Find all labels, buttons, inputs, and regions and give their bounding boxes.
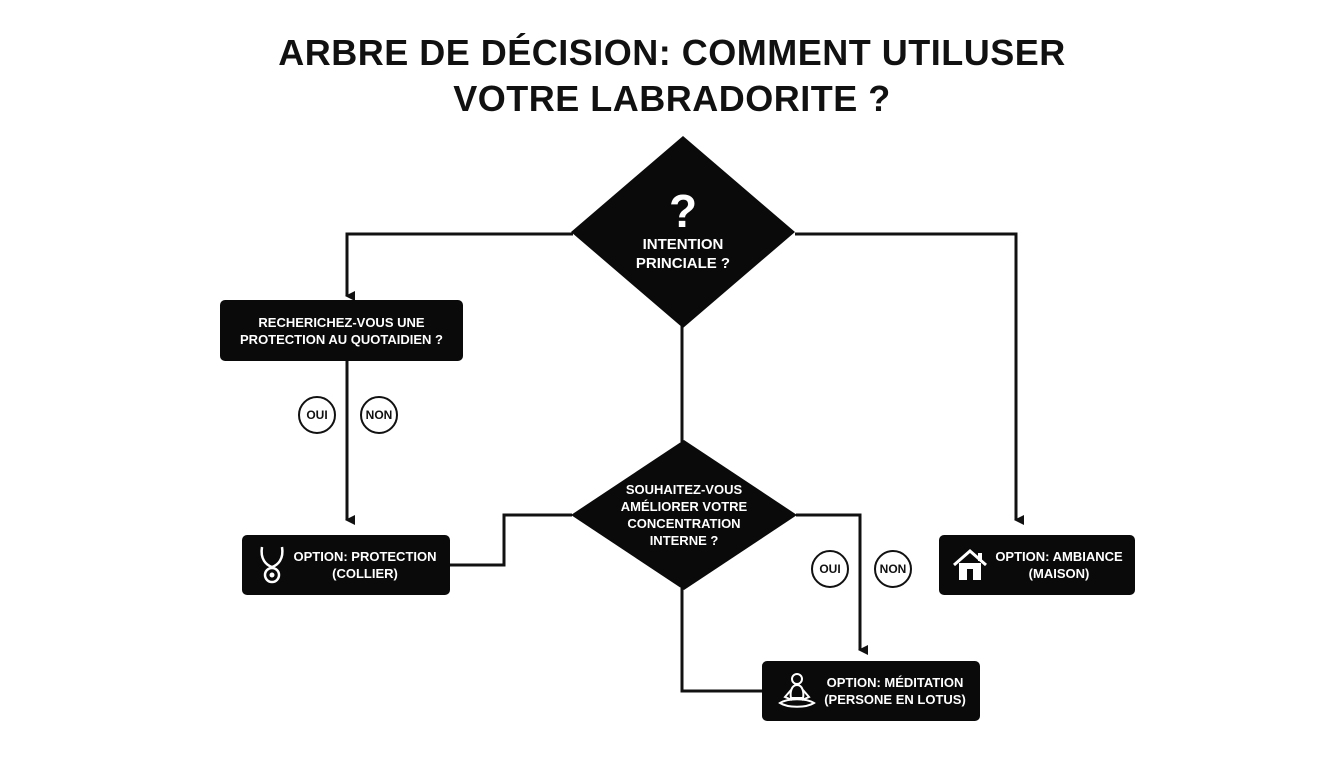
option-ambiance-line-1: OPTION: AMBIANCE <box>995 549 1123 564</box>
diamond-shape <box>571 440 797 590</box>
protection-question-line-1: RECHERICHEZ-VOUS UNE <box>258 314 425 330</box>
protection-question-line-2: PROTECTION AU QUOTAIDIEN ? <box>240 331 443 347</box>
title-line-1: ARBRE DE DÉCISION: COMMENT UTILUSER <box>278 32 1066 73</box>
connector-intention-to-protection <box>345 232 573 301</box>
badge-oui-left: OUI <box>298 396 336 434</box>
decision-intention: ? INTENTION PRINCIALE ? <box>571 136 795 328</box>
decision-protection: RECHERICHEZ-VOUS UNE PROTECTION AU QUOTA… <box>220 300 463 361</box>
necklace-icon <box>256 545 288 585</box>
connector-option-protection-to-concentration <box>450 513 572 567</box>
badge-non-right: NON <box>874 550 912 588</box>
connector-concentration-to-meditation-left <box>680 588 762 693</box>
option-ambiance-line-2: (MAISON) <box>1028 566 1090 581</box>
connector-intention-to-ambiance <box>795 232 1024 525</box>
page-title: ARBRE DE DÉCISION: COMMENT UTILUSER VOTR… <box>0 30 1344 122</box>
intention-line-1: INTENTION <box>642 236 724 253</box>
house-icon <box>951 547 989 583</box>
decision-concentration: SOUHAITEZ-VOUS AMÉLIORER VOTRE CONCENTRA… <box>571 440 797 590</box>
connector-concentration-to-meditation-right <box>796 513 868 655</box>
option-protection: OPTION: PROTECTION (COLLIER) <box>242 535 450 595</box>
option-protection-line-1: OPTION: PROTECTION <box>293 549 437 564</box>
option-meditation: OPTION: MÉDITATION (PERSONE EN LOTUS) <box>762 661 980 721</box>
intention-line-2: PRINCIALE ? <box>635 255 731 272</box>
concentration-line-4: INTERNE ? <box>649 533 719 548</box>
diamond-shape <box>571 136 795 328</box>
option-meditation-line-2: (PERSONE EN LOTUS) <box>824 692 966 707</box>
title-line-2: VOTRE LABRADORITE ? <box>453 78 891 119</box>
concentration-line-1: SOUHAITEZ-VOUS <box>625 482 743 497</box>
badge-non-left: NON <box>360 396 398 434</box>
badge-oui-right: OUI <box>811 550 849 588</box>
question-mark-icon: ? <box>668 185 698 237</box>
concentration-line-2: AMÉLIORER VOTRE <box>620 499 748 514</box>
concentration-line-3: CONCENTRATION <box>627 516 741 531</box>
option-ambiance: OPTION: AMBIANCE (MAISON) <box>939 535 1135 595</box>
option-protection-line-2: (COLLIER) <box>332 566 398 581</box>
lotus-person-icon <box>776 671 818 711</box>
option-meditation-line-1: OPTION: MÉDITATION <box>826 675 964 690</box>
